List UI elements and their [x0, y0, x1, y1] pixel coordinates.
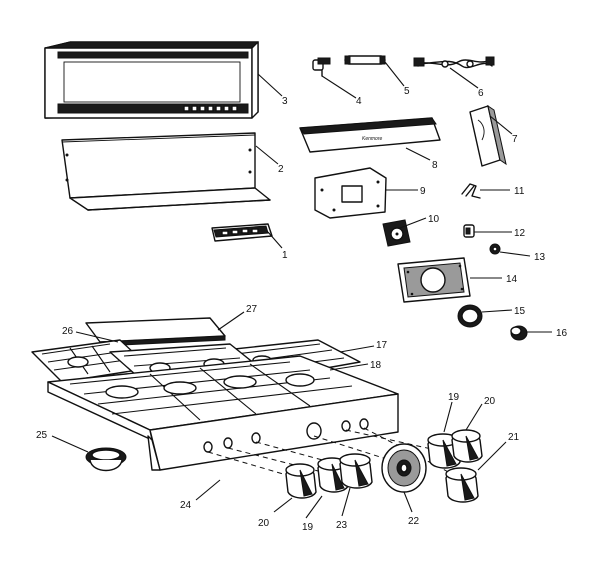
- part-5-light-tube: [344, 55, 386, 65]
- part-21-knob-right: [445, 467, 479, 503]
- label-9: 9: [420, 186, 426, 197]
- part-19-knob-right: [427, 433, 461, 469]
- part-labels: 3 2 1 4 5 6 7 8 9 10 11 12 13 14 15 16 1…: [36, 86, 568, 533]
- part-23-knob-front: [339, 453, 373, 489]
- part-26-grate-left: [31, 339, 151, 383]
- label-6: 6: [478, 88, 484, 99]
- part-3-backguard: [44, 41, 260, 119]
- label-22: 22: [408, 516, 420, 527]
- part-22-dial: [381, 443, 427, 493]
- brand-mark: Kenmore: [362, 136, 383, 142]
- label-2: 2: [278, 164, 284, 175]
- part-15-lens: [457, 304, 483, 328]
- part-13-grommet: [489, 243, 501, 255]
- part-11-clip: [461, 183, 481, 199]
- label-13: 13: [534, 252, 546, 263]
- part-19-knob-front: [317, 457, 349, 493]
- label-27: 27: [246, 304, 258, 315]
- part-10-clock: [382, 219, 411, 247]
- label-11: 11: [514, 186, 525, 197]
- label-8: 8: [432, 160, 438, 171]
- part-8-nameplate-trim: Kenmore: [299, 117, 441, 153]
- label-15: 15: [514, 306, 526, 317]
- label-19-front: 19: [302, 522, 314, 533]
- part-1-bracket: [211, 223, 273, 242]
- part-20-knob-right: [451, 429, 483, 463]
- part-24-cooktop-chassis: [47, 355, 399, 471]
- label-24: 24: [180, 500, 192, 511]
- label-21: 21: [508, 432, 520, 443]
- label-17: 17: [376, 340, 388, 351]
- label-1: 1: [282, 250, 288, 261]
- label-26: 26: [62, 326, 74, 337]
- label-16: 16: [556, 328, 568, 339]
- part-7-glass-panel: [469, 104, 507, 167]
- label-12: 12: [514, 228, 526, 239]
- label-10: 10: [428, 214, 440, 225]
- part-6-wire-harness: [413, 56, 495, 69]
- part-25-burner-cap: [85, 447, 127, 472]
- leader-lines: [51, 61, 552, 519]
- part-12-switch: [463, 224, 475, 238]
- label-20-front: 20: [258, 518, 270, 529]
- label-5: 5: [404, 86, 410, 97]
- part-4-lamp-socket: [312, 57, 331, 77]
- label-23: 23: [336, 520, 348, 531]
- label-14: 14: [506, 274, 518, 285]
- label-7: 7: [512, 134, 518, 145]
- label-19-right: 19: [448, 392, 460, 403]
- label-3: 3: [282, 96, 288, 107]
- part-14-bezel: [397, 257, 471, 303]
- part-2-back-panel: [61, 132, 271, 211]
- part-20-knob-front: [285, 463, 317, 499]
- label-25: 25: [36, 430, 48, 441]
- part-16-knob: [510, 325, 528, 341]
- label-20-right: 20: [484, 396, 496, 407]
- label-18: 18: [370, 360, 382, 371]
- label-4: 4: [356, 96, 362, 107]
- part-9-mounting-plate: [314, 167, 387, 219]
